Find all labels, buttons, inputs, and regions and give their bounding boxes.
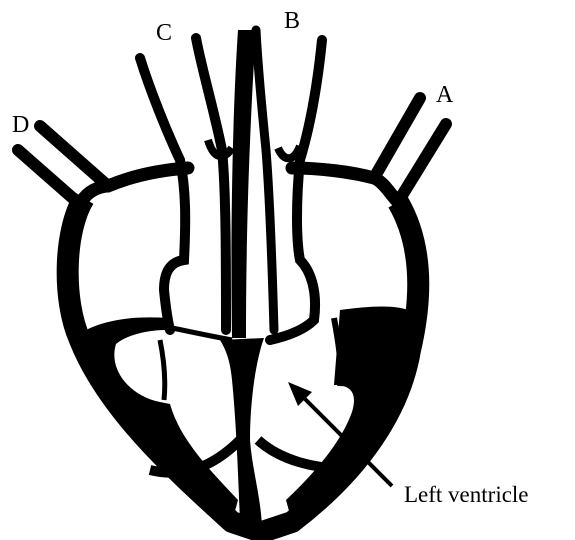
vessel-a-inner-wall <box>374 98 420 178</box>
label-b: B <box>284 8 300 34</box>
vessel-c-left-wall <box>140 58 185 330</box>
central-vessel-divider <box>231 30 256 338</box>
label-d: D <box>12 112 29 138</box>
right-av-valve <box>160 340 165 400</box>
vessel-b-right-wall <box>270 40 322 340</box>
label-left-ventricle: Left ventricle <box>404 482 529 507</box>
vessel-b-left-wall <box>256 30 274 330</box>
vessel-b-valve-cup <box>278 146 300 158</box>
label-c: C <box>156 20 172 46</box>
vessel-c-right-wall <box>196 38 226 330</box>
label-a: A <box>436 82 454 108</box>
